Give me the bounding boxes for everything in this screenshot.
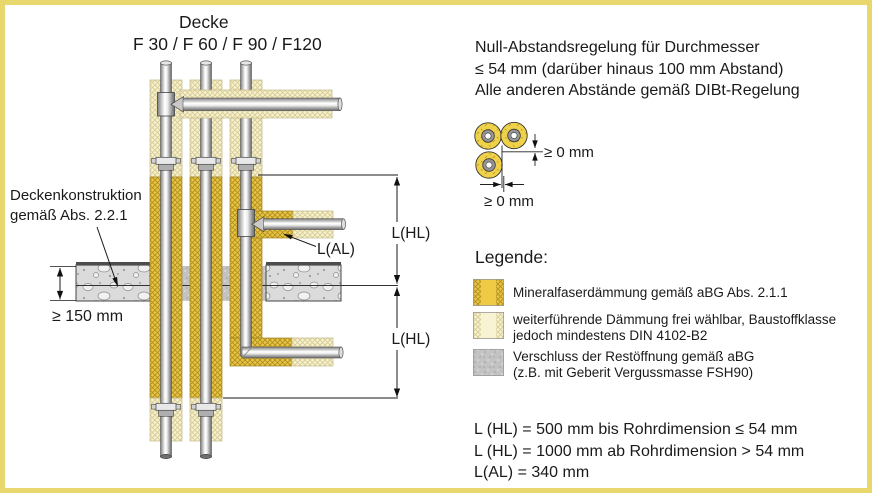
min-thickness-dimension [50,266,76,302]
ceiling-slab-left [75,262,151,302]
horizontal-gap-label: ≥ 0 mm [484,193,534,210]
mineral-wool-swatch [473,279,504,306]
lhl-upper-dimension [258,174,401,284]
formula-lal-340: L(AL) = 340 mm [474,464,590,482]
diagram-title-line1: Decke [179,12,229,32]
top-branch-pipe [182,97,343,111]
legend-item-optional-insulation: weiterführende Dämmung frei wählbar, Bau… [473,312,836,343]
vertical-gap-label: ≥ 0 mm [544,144,594,161]
diagram-title-line2: F 30 / F 60 / F 90 / F120 [133,34,322,54]
pipe-spacing-detail: ≥ 0 mm ≥ 0 mm [474,121,594,210]
ceiling-slab-right [265,262,342,302]
length-formulas: L (HL) = 500 mm bis Rohrdimension ≤ 54 m… [474,419,804,484]
lal-leader [283,233,317,247]
optional-insulation-swatch [473,312,504,339]
lal-label: L(AL) [317,241,355,258]
lhl-lower-label: L(HL) [392,331,431,348]
pipe-couplings-lower [151,402,221,417]
legend-item-text: weiterführende Dämmung frei wählbar, Bau… [513,312,837,343]
top-tee-fitting [157,92,184,117]
legend-heading: Legende: [475,247,548,267]
lal-branch-pipe [263,218,346,230]
lal-tee-fitting [237,209,265,237]
legend-item-mortar-closure: Verschluss der Restöffnung gemäß aBG (z.… [473,349,836,380]
vertical-pipe-2 [200,60,212,459]
min-thickness-label: ≥ 150 mm [52,308,123,325]
pipe-couplings-upper [151,156,261,171]
insulated-pipe-cross-sections [474,121,528,179]
ceiling-construction-label: Deckenkonstruktion gemäß Abs. 2.2.1 [10,187,142,224]
mortar-closure-swatch [473,349,504,376]
lhl-lower-label-bg [389,330,435,347]
zero-distance-rule-note: Null-Abstandsregelung für Durchmesser ≤ … [475,39,800,100]
vertical-pipe-1 [160,60,172,459]
pipe-penetration-diagram: ≥ 150 mm L(HL) L(HL) L(AL) [50,60,435,459]
legend-item-mineral-wool: Mineralfaserdämmung gemäß aBG Abs. 2.1.1 [473,279,836,306]
formula-lhl-1000: L (HL) = 1000 mm ab Rohrdimension > 54 m… [474,442,805,460]
legend-item-text: Verschluss der Restöffnung gemäß aBG (z.… [513,349,755,380]
lhl-lower-dimension [223,287,401,399]
legend: Mineralfaserdämmung gemäß aBG Abs. 2.1.1… [473,279,836,386]
spacing-dimension-lines [480,134,543,192]
elbow-pipe [241,346,344,359]
legend-item-text: Mineralfaserdämmung gemäß aBG Abs. 2.1.1 [513,285,788,300]
lhl-upper-label-bg [389,224,435,241]
ceiling-construction-leader [96,226,118,287]
formula-lhl-500: L (HL) = 500 mm bis Rohrdimension ≤ 54 m… [474,421,798,438]
lhl-upper-label: L(HL) [392,225,431,242]
